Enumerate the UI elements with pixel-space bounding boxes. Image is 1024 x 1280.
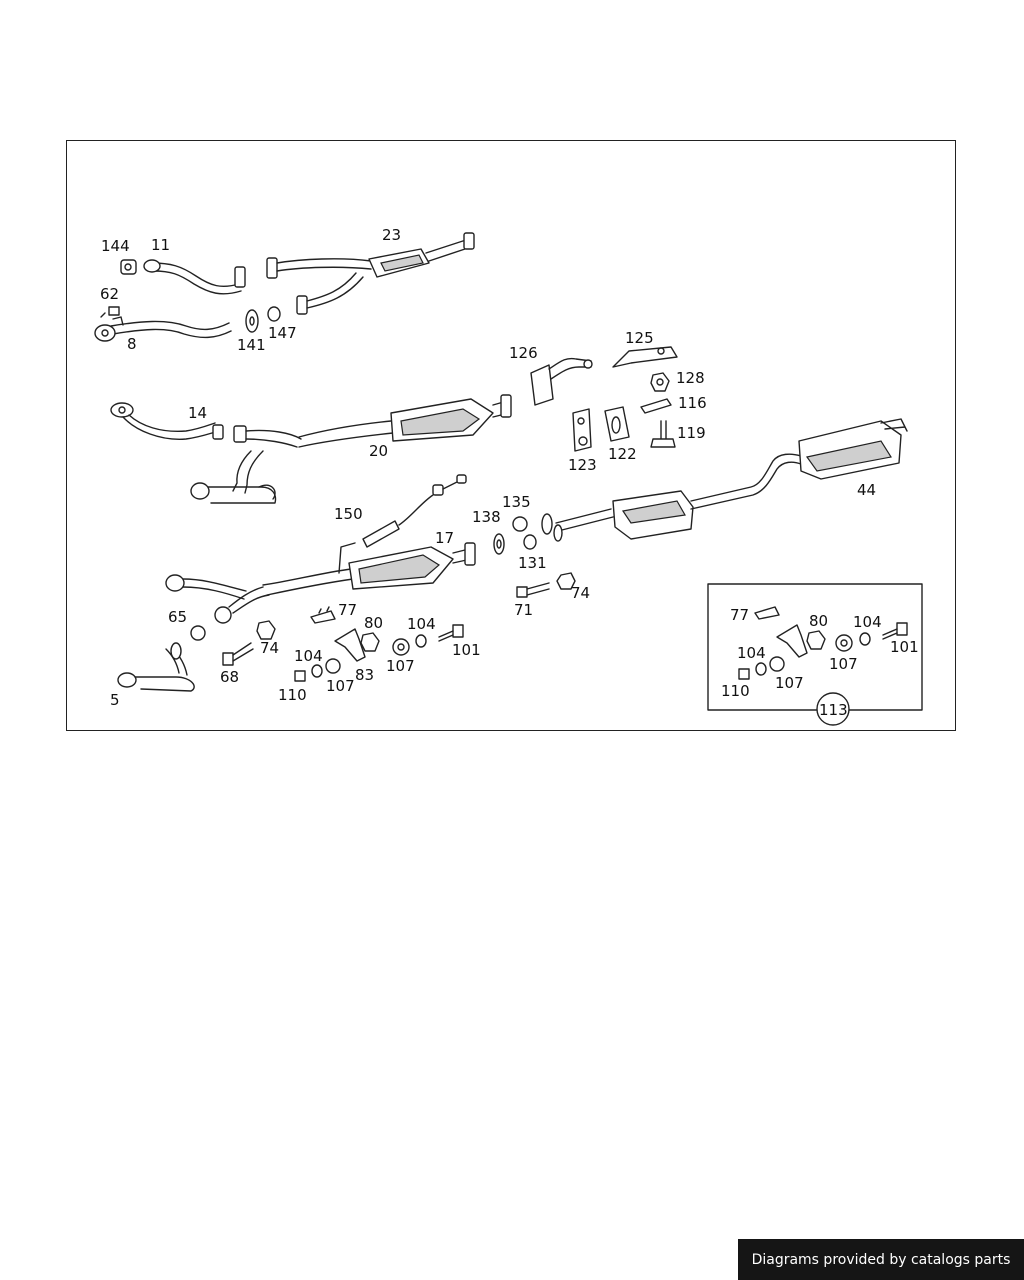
callout-101-inset: 101 <box>890 638 919 656</box>
callout-74-left: 74 <box>260 639 279 657</box>
bolt-101-left <box>438 624 464 642</box>
callout-107-inset-upper: 107 <box>829 655 858 673</box>
hanger-126 <box>530 357 593 406</box>
callout-104-inset-upper: 104 <box>853 613 882 631</box>
nut-74-right <box>556 572 576 590</box>
washer-104-left <box>415 634 427 648</box>
gasket-141 <box>245 309 259 333</box>
callout-125: 125 <box>625 329 654 347</box>
callout-113: 113 <box>819 701 848 719</box>
inset-box-113 <box>707 583 923 726</box>
callout-110-left: 110 <box>278 686 307 704</box>
callout-144: 144 <box>101 237 130 255</box>
bracket-83 <box>334 628 366 662</box>
bracket-125 <box>612 346 678 368</box>
callout-138: 138 <box>472 508 501 526</box>
callout-83: 83 <box>355 666 374 684</box>
inset-parts <box>738 606 908 680</box>
oxygen-sensor-150 <box>338 474 467 574</box>
rear-muffler-44 <box>541 418 908 542</box>
callout-122: 122 <box>608 445 637 463</box>
callout-110-inset: 110 <box>721 682 750 700</box>
callout-17: 17 <box>435 529 454 547</box>
bolt-119 <box>650 420 676 448</box>
callout-71: 71 <box>514 601 533 619</box>
rubber-mount-123 <box>572 408 592 452</box>
callout-77-left: 77 <box>338 601 357 619</box>
callout-107-lower: 107 <box>326 677 355 695</box>
callout-44: 44 <box>857 481 876 499</box>
front-pipe-11 <box>143 259 246 295</box>
callout-20: 20 <box>369 442 388 460</box>
callout-128: 128 <box>676 369 705 387</box>
nut-80-left <box>360 632 380 652</box>
callout-107-inset-lower: 107 <box>775 674 804 692</box>
catalog-credit-text: Diagrams provided by catalogs parts <box>751 1251 1011 1268</box>
nut-74-left <box>256 620 276 640</box>
bushing-107-left <box>392 638 410 656</box>
callout-104-upper: 104 <box>407 615 436 633</box>
callout-68: 68 <box>220 668 239 686</box>
callout-14: 14 <box>188 404 207 422</box>
gasket-138 <box>493 533 505 555</box>
exhaust-system-diagram: 144 11 23 62 8 141 147 126 125 128 116 1… <box>94 226 923 726</box>
pipe-5 <box>117 642 195 692</box>
converter-17 <box>165 542 476 624</box>
converter-20 <box>190 394 512 504</box>
y-pipe-23 <box>266 232 475 315</box>
bolt-71 <box>516 582 550 598</box>
callout-11: 11 <box>151 236 170 254</box>
bushing-107-lower <box>325 658 341 674</box>
callout-8: 8 <box>127 335 137 353</box>
ring-135 <box>512 516 528 532</box>
callout-23: 23 <box>382 226 401 244</box>
front-pipe-14 <box>110 402 224 440</box>
catalog-credit-banner: Diagrams provided by catalogs parts <box>738 1239 1024 1280</box>
callout-104-lower: 104 <box>294 647 323 665</box>
callout-119: 119 <box>677 424 706 442</box>
callout-5: 5 <box>110 691 120 709</box>
callout-126: 126 <box>509 344 538 362</box>
nut-128 <box>650 372 670 392</box>
callout-80-left: 80 <box>364 614 383 632</box>
callout-116: 116 <box>678 394 707 412</box>
gasket-144 <box>120 259 137 275</box>
rubber-mount-122 <box>604 406 630 442</box>
callout-104-inset-lower: 104 <box>737 644 766 662</box>
callout-74-right: 74 <box>571 584 590 602</box>
bolt-68 <box>222 642 254 666</box>
nut-110-left <box>294 670 306 682</box>
ring-147 <box>267 306 281 322</box>
callout-62: 62 <box>100 285 119 303</box>
callout-150: 150 <box>334 505 363 523</box>
callout-65: 65 <box>168 608 187 626</box>
callout-77-inset: 77 <box>730 606 749 624</box>
strap-116 <box>640 398 672 414</box>
callout-147: 147 <box>268 324 297 342</box>
ring-131 <box>523 534 537 550</box>
callout-101-left: 101 <box>452 641 481 659</box>
nut-65 <box>190 625 206 641</box>
callout-107-upper: 107 <box>386 657 415 675</box>
parts-diagram-frame: 144 11 23 62 8 141 147 126 125 128 116 1… <box>66 140 956 731</box>
front-pipe-8 <box>94 316 232 342</box>
callout-141: 141 <box>237 336 266 354</box>
bolt-62 <box>100 306 120 318</box>
clip-77-left <box>310 606 336 624</box>
washer-104-lower <box>311 664 323 678</box>
callout-123: 123 <box>568 456 597 474</box>
callout-131: 131 <box>518 554 547 572</box>
callout-80-inset: 80 <box>809 612 828 630</box>
callout-labels: 144 11 23 62 8 141 147 126 125 128 116 1… <box>100 226 919 719</box>
callout-135: 135 <box>502 493 531 511</box>
